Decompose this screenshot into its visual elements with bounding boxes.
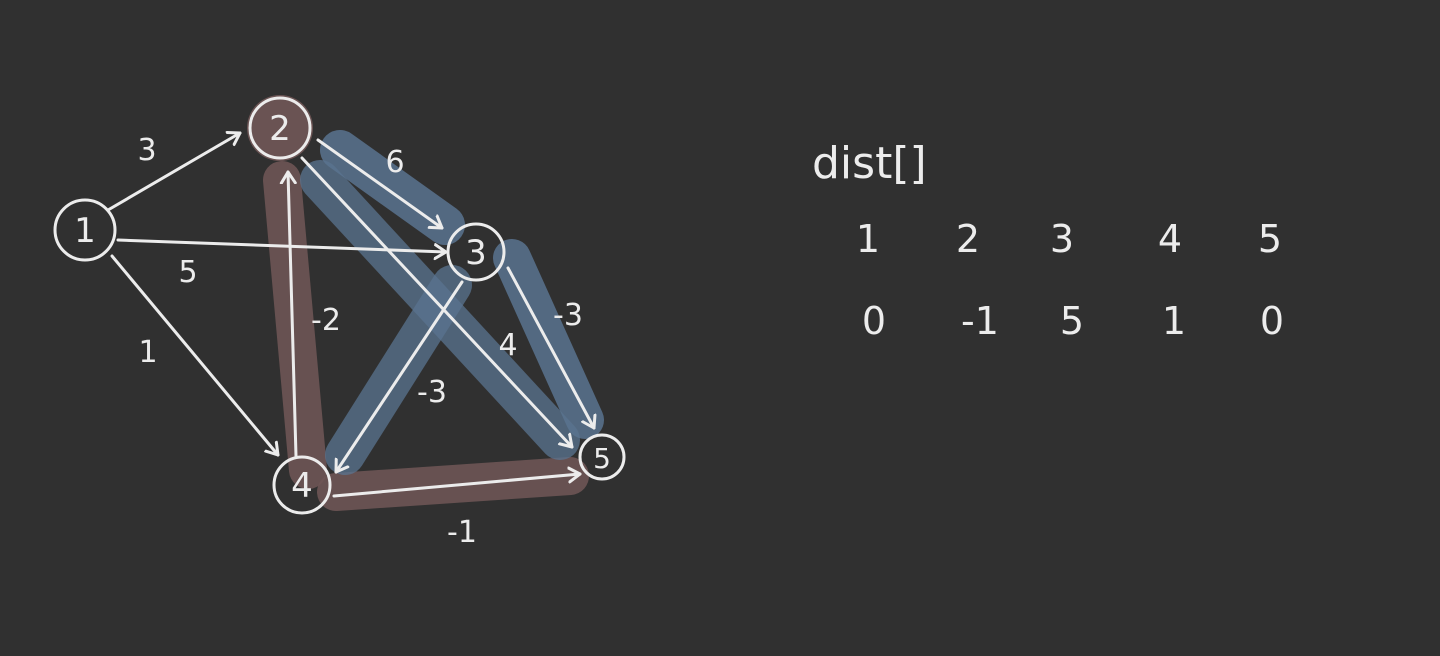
edge-3-4 — [334, 280, 464, 474]
edge-4-5 — [332, 474, 582, 498]
node-4: 4 — [272, 455, 332, 515]
weight-edge-1-4: 1 — [138, 335, 157, 370]
node-2-highlight — [247, 95, 313, 161]
node-4-label: 4 — [291, 466, 313, 506]
dist-title: dist[] — [812, 138, 927, 189]
weight-layer: 3 5 1 6 4 -3 -3 -2 -1 — [137, 133, 583, 550]
dist-index-4: 4 — [1158, 217, 1182, 261]
dist-value-3: 5 — [1060, 299, 1084, 343]
weight-edge-2-3: 6 — [385, 145, 404, 180]
dist-value-5: 0 — [1260, 299, 1284, 343]
dist-value-1: 0 — [862, 299, 886, 343]
edge-2-3-highlight — [320, 130, 465, 245]
dist-index-5: 5 — [1258, 217, 1282, 261]
weight-edge-3-4: -3 — [417, 375, 447, 410]
node-3-label: 3 — [465, 233, 487, 273]
dist-index-3: 3 — [1050, 217, 1074, 261]
node-2-label: 2 — [269, 109, 291, 149]
edge-1-3 — [116, 238, 448, 252]
edge-4-2 — [288, 170, 298, 458]
node-1: 1 — [53, 198, 117, 262]
edge-4-2-highlight — [263, 161, 327, 489]
dist-index-1: 1 — [856, 217, 880, 261]
weight-edge-2-5: 4 — [498, 328, 517, 363]
weight-edge-4-5: -1 — [447, 515, 477, 550]
edge-2-3 — [316, 138, 444, 230]
dist-value-2: -1 — [961, 299, 999, 343]
node-layer: 1 2 3 4 5 — [53, 96, 626, 515]
node-3: 3 — [446, 222, 506, 282]
weight-edge-1-3: 5 — [178, 255, 197, 290]
edge-1-2 — [106, 133, 242, 212]
edge-3-5-highlight — [493, 239, 604, 439]
weight-edge-3-5: -3 — [553, 298, 583, 333]
dist-table: dist[] 1 2 3 4 5 0 -1 5 1 0 — [812, 138, 1284, 343]
dist-value-4: 1 — [1162, 299, 1186, 343]
node-5-label: 5 — [593, 442, 611, 475]
edge-2-5 — [300, 156, 574, 449]
edge-3-5 — [506, 266, 594, 430]
edge-1-4 — [110, 254, 280, 457]
node-2: 2 — [248, 96, 312, 160]
highlight-layer — [247, 95, 604, 511]
node-1-label: 1 — [74, 211, 96, 251]
dist-index-2: 2 — [956, 217, 980, 261]
weight-edge-1-2: 3 — [137, 133, 156, 168]
edge-3-4-highlight — [325, 265, 472, 475]
node-5: 5 — [578, 433, 626, 481]
edge-layer — [106, 133, 594, 498]
weight-edge-4-2: -2 — [311, 303, 341, 338]
